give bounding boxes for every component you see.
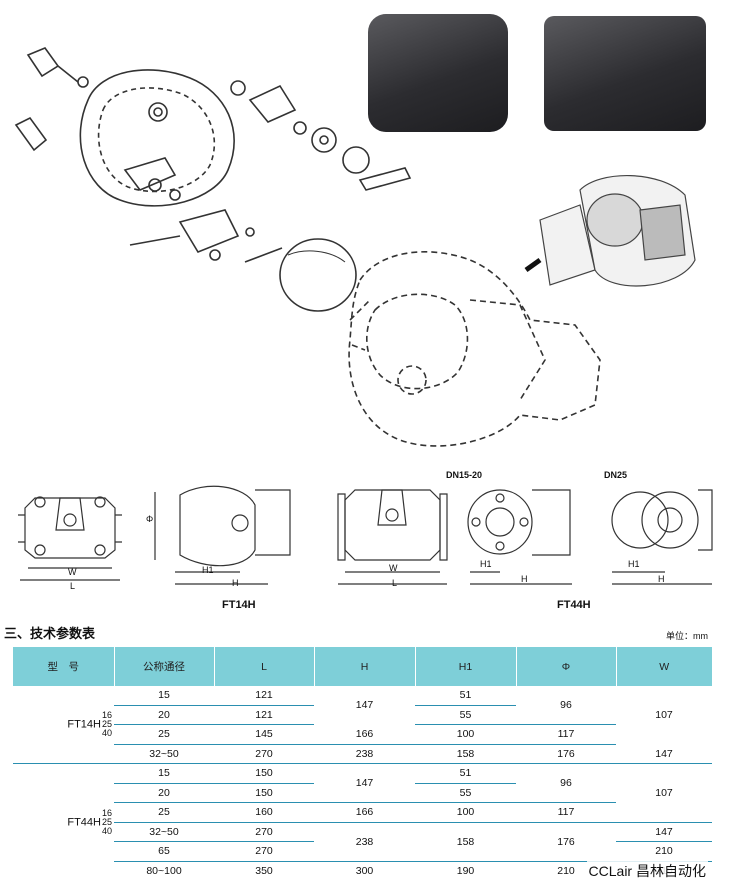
dim-l-ft44h: L — [392, 578, 398, 588]
h-cell: 300 — [355, 864, 374, 877]
dn-cell: 32~50 — [114, 744, 214, 764]
dimension-drawings — [18, 485, 713, 585]
h1-cell: 190 — [456, 864, 475, 877]
table-row: 20 121 55 — [13, 705, 712, 725]
h1-cell: 100 — [415, 802, 516, 823]
h-cell: 147 — [355, 699, 374, 712]
h1-cell: 55 — [415, 783, 516, 803]
phi-cell: 117 — [516, 802, 616, 823]
header-model: 型 号 — [13, 647, 115, 686]
l-cell: 121 — [214, 705, 314, 725]
model-ft44h-name: FT44H — [67, 815, 101, 828]
watermark: CCLair 昌林自动化 — [586, 861, 708, 881]
dn-cell: 25 — [114, 802, 214, 823]
h-cell: 166 — [314, 724, 415, 745]
dn-cell: 65 — [114, 841, 214, 862]
header-w: W — [616, 647, 712, 686]
l-cell: 150 — [214, 783, 314, 803]
dn-cell: 15 — [114, 686, 214, 706]
table-row: 20 150 55 — [13, 783, 712, 803]
dim-w-ft44h: W — [389, 563, 398, 573]
phi-cell: 96 — [516, 763, 616, 803]
phi-cell: 176 — [516, 822, 616, 862]
l-cell: 145 — [214, 724, 314, 745]
w-cell: 210 — [616, 841, 712, 862]
pn-16: 16 — [101, 807, 112, 818]
w-cell: 107 — [655, 709, 673, 721]
phi-cell: 176 — [516, 744, 616, 764]
table-row: 65 270 210 — [13, 841, 712, 862]
exploded-assembly-drawing — [14, 47, 601, 447]
h1-cell: 100 — [415, 724, 516, 745]
pn-40: 40 — [101, 825, 112, 836]
l-cell: 270 — [214, 841, 314, 862]
header-phi: Φ — [516, 647, 617, 686]
ft44h-caption: FT44H — [557, 599, 591, 611]
dn-cell: 32~50 — [114, 822, 214, 842]
l-cell: 270 — [214, 744, 314, 764]
w-cell: 147 — [616, 744, 712, 764]
table-row: 32~50 270 238 158 176 147 — [13, 822, 712, 862]
h1-cell: 158 — [415, 744, 516, 764]
model-ft14h-name: FT14H — [67, 718, 101, 731]
dn-cell: 15 — [114, 763, 214, 784]
table-row: 25 145 166 100 117 — [13, 724, 712, 745]
dim-phi-ft14h: Φ — [146, 514, 154, 524]
l-cell: 160 — [214, 802, 314, 823]
ft44h-product-photo — [544, 16, 706, 131]
dn-cell: 20 — [114, 705, 214, 725]
ft14h-caption: FT14H — [222, 599, 256, 611]
unit-label: 单位：mm — [666, 631, 708, 641]
dn-cell: 80~100 — [146, 864, 182, 877]
pn-25: 25 — [101, 816, 112, 827]
dim-h-ft14h: H — [232, 578, 239, 588]
header-l: L — [214, 647, 315, 686]
dim-l-ft14h: L — [70, 581, 76, 591]
header-h1: H1 — [415, 647, 517, 686]
section-title: 三、技术参数表 — [4, 626, 96, 641]
dim-h1-dn25: H1 — [628, 559, 640, 569]
pn-40: 40 — [101, 728, 112, 738]
h1-cell: 158 — [415, 822, 516, 862]
l-cell: 121 — [214, 686, 314, 706]
h-cell: 166 — [314, 802, 415, 823]
w-cell: 107 — [616, 763, 712, 823]
dn-cell: 20 — [114, 783, 214, 803]
w-cell: 147 — [616, 822, 712, 842]
h1-cell: 55 — [415, 705, 516, 725]
l-cell: 150 — [214, 763, 314, 784]
l-cell: 270 — [214, 822, 314, 842]
dim-w-ft14h: W — [68, 567, 77, 577]
dn25-label: DN25 — [604, 470, 628, 480]
dim-h-dn25: H — [658, 574, 665, 584]
h-cell: 238 — [314, 822, 415, 862]
dim-h-dn15: H — [521, 574, 528, 584]
dim-h1-dn15: H1 — [480, 559, 492, 569]
phi-cell: 210 — [557, 864, 575, 877]
h1-cell: 51 — [415, 763, 516, 784]
dn-cell: 25 — [114, 724, 214, 745]
ft14h-product-photo — [368, 14, 508, 132]
header-dn: 公称通径 — [114, 647, 215, 686]
pn-16: 16 — [101, 710, 112, 720]
dim-h1-ft14h: H1 — [202, 565, 214, 575]
dn15-20-label: DN15-20 — [446, 470, 483, 480]
table-header-row: 型 号 公称通径 L H H1 Φ W — [13, 647, 712, 686]
h-cell: 147 — [314, 763, 415, 803]
pn-25: 25 — [101, 719, 112, 729]
l-cell: 350 — [255, 864, 273, 877]
table-row: 32~50 270 238 158 176 147 — [13, 744, 712, 764]
h-cell: 238 — [314, 744, 415, 764]
h1-cell: 51 — [415, 686, 516, 706]
cutaway-rendering — [524, 175, 696, 287]
phi-cell: 96 — [516, 686, 616, 725]
phi-cell: 117 — [516, 724, 616, 745]
header-h: H — [314, 647, 416, 686]
table-row: 25 160 166 100 117 — [13, 802, 712, 823]
